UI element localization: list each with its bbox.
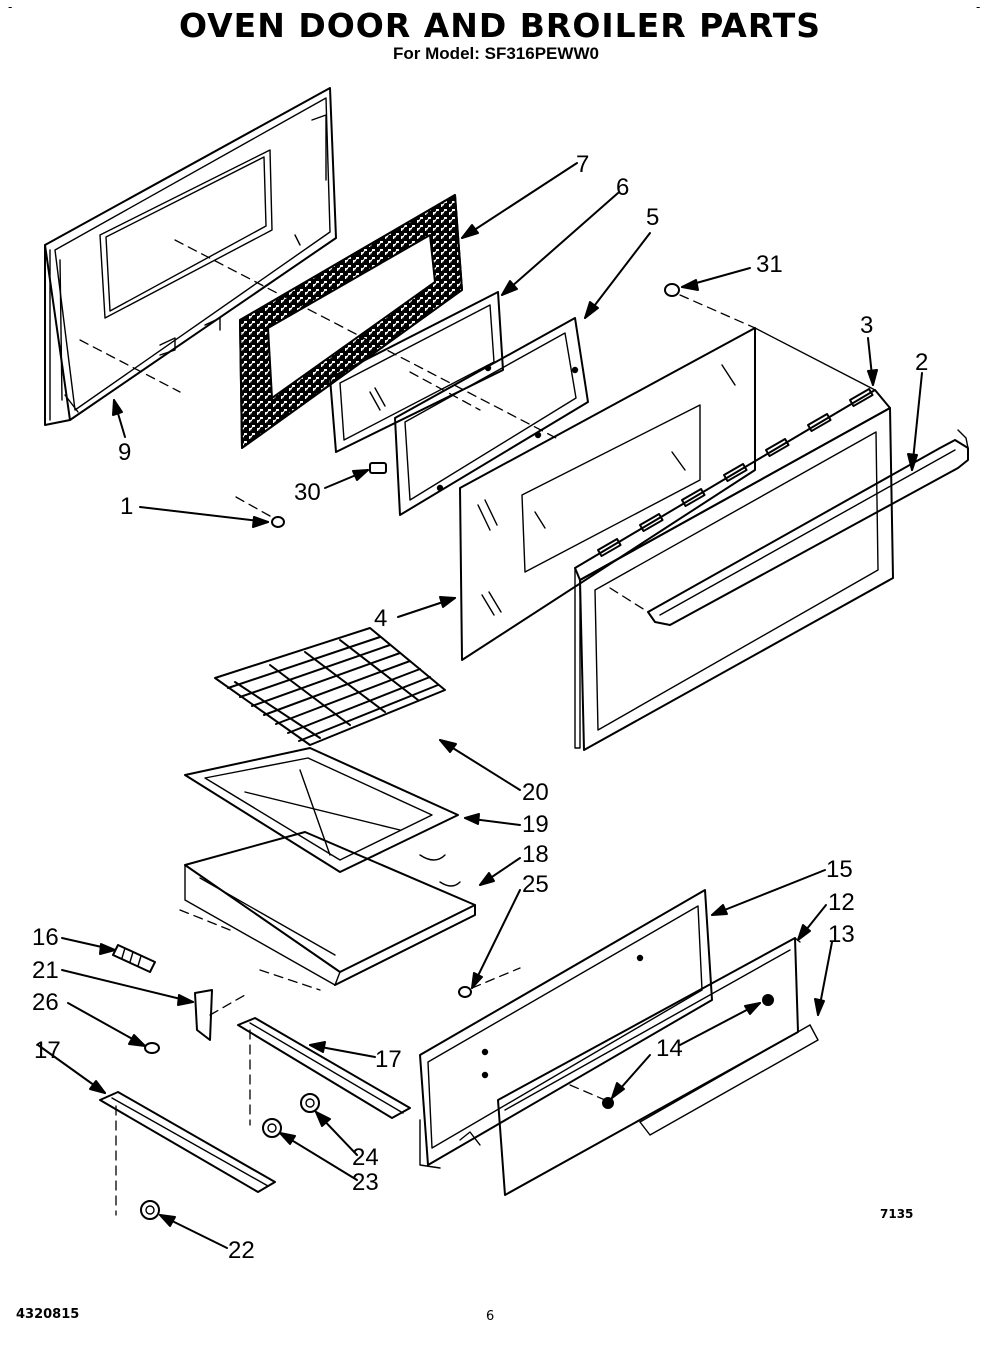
drawer-liner: [419, 889, 713, 1169]
broiler-bracket: [194, 989, 213, 1041]
page-title: OVEN DOOR AND BROILER PARTS: [178, 6, 822, 45]
callout-12: 12: [828, 889, 855, 916]
glass-retainer: [394, 317, 589, 516]
drawer-slide-left: [99, 1091, 276, 1216]
model-subtitle: For Model: SF316PEWW0: [393, 44, 599, 63]
callout-14: 14: [656, 1035, 683, 1062]
callout-6: 6: [616, 174, 629, 201]
door-screw: [235, 496, 285, 528]
door-insulation: [239, 194, 463, 449]
callout-17-middle: 17: [375, 1046, 402, 1073]
callout-15: 15: [826, 856, 853, 883]
callout-4: 4: [374, 605, 387, 632]
callout-26: 26: [32, 989, 59, 1016]
callout-30: 30: [294, 479, 321, 506]
callout-labels: 7 6 5 31 3 2 9 1 30 4 20 19 18 25 15 12 …: [32, 151, 928, 1264]
callout-2: 2: [915, 349, 928, 376]
corner-mark-right: -: [976, 0, 981, 14]
broiler-pan: [184, 831, 476, 986]
broiler-grid: [214, 627, 446, 746]
callout-16: 16: [32, 924, 59, 951]
drawer-roller-23: [262, 1118, 282, 1138]
drawer-slide-right: [237, 1017, 411, 1126]
glass-clip: [369, 462, 387, 474]
door-frame: [574, 327, 894, 751]
callout-3: 3: [860, 312, 873, 339]
callout-22: 22: [228, 1237, 255, 1264]
pan-clip: [458, 967, 521, 998]
callout-17-left: 17: [34, 1037, 61, 1064]
callout-20: 20: [522, 779, 549, 806]
outer-glass: [459, 327, 756, 661]
callout-21: 21: [32, 957, 59, 984]
corner-mark-left: -: [8, 0, 13, 14]
outer-door-panel: [44, 87, 337, 426]
drawer-roller-22: [140, 1200, 160, 1220]
handle-screw: [664, 283, 756, 329]
callout-13: 13: [828, 921, 855, 948]
drawer-roller-24: [300, 1093, 320, 1113]
callout-5: 5: [646, 204, 659, 231]
callout-25: 25: [522, 871, 549, 898]
drawer-front: [497, 937, 819, 1196]
alignment-lines: [79, 239, 649, 613]
callout-23: 23: [352, 1169, 379, 1196]
callout-19: 19: [522, 811, 549, 838]
diagram-code: 7135: [880, 1207, 914, 1221]
callout-1: 1: [120, 493, 133, 520]
door-handle: [647, 429, 969, 626]
broiler-spring: [112, 944, 156, 973]
leader-lines: [37, 162, 923, 1249]
callout-9: 9: [118, 439, 131, 466]
bracket-screw: [144, 1042, 160, 1054]
drawer-front-screws: [602, 994, 774, 1109]
page-number: 6: [486, 1309, 495, 1324]
callout-7: 7: [576, 151, 589, 178]
callout-31: 31: [756, 251, 783, 278]
callout-18: 18: [522, 841, 549, 868]
callout-24: 24: [352, 1144, 379, 1171]
document-number: 4320815: [16, 1307, 80, 1322]
broiler-pan-insert: [184, 747, 459, 873]
alignment-lines-lower: [179, 909, 606, 1101]
